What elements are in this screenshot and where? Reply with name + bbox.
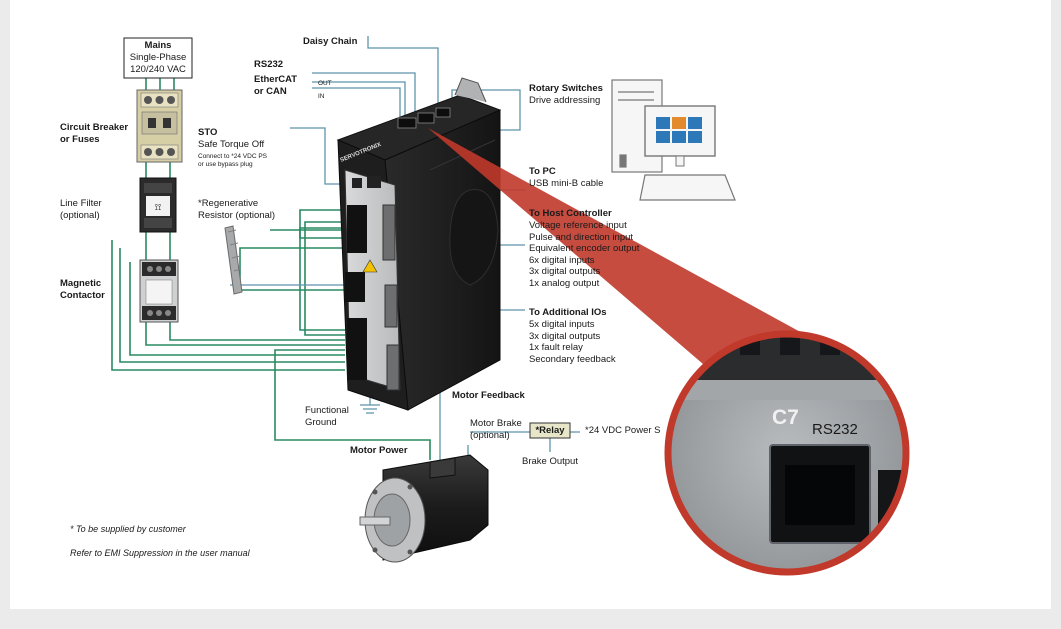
zoom-circle: C7 RS232 <box>664 330 910 576</box>
servo-drive: SERVOTRONIX <box>336 77 502 411</box>
to-pc-title: To PC <box>529 166 556 177</box>
in-label: IN <box>318 93 325 100</box>
footnote-customer: * To be supplied by customer <box>70 524 186 534</box>
ios-title: To Additional IOs <box>529 307 607 318</box>
relay-box <box>529 422 571 439</box>
rotary-desc: Drive addressing <box>529 95 601 106</box>
host-title: To Host Controller <box>529 208 612 219</box>
sto-note: Connect to *24 VDC PS or use bypass plug <box>198 153 268 168</box>
daisy-chain-label: Daisy Chain <box>303 36 358 47</box>
monitor-icon <box>644 105 716 167</box>
motor-feedback-label: Motor Feedback <box>452 390 525 401</box>
contactor-label: Magnetic Contactor <box>60 278 105 301</box>
motor-brake-label: Motor Brake (optional) <box>470 418 522 441</box>
ios-items: 5x digital inputs 3x digital outputs 1x … <box>529 319 616 365</box>
brake-output-label: Brake Output <box>522 456 578 467</box>
computer-icon <box>611 79 736 201</box>
regen-label: *Regenerative Resistor (optional) <box>198 198 276 221</box>
line-filter: ⟟⟟ <box>139 177 177 233</box>
power-wires <box>111 78 431 460</box>
mains-voltage: 120/240 VAC <box>130 64 186 75</box>
keyboard-icon <box>639 174 736 201</box>
zoom-c7-label: C7 <box>772 406 799 429</box>
mains-title: Mains <box>144 40 172 51</box>
breaker-label: Circuit Breaker or Fuses <box>60 122 129 145</box>
sto-title: STO <box>198 127 218 138</box>
to-pc-desc: USB mini-B cable <box>529 178 604 189</box>
ethercat-label: EtherCAT or CAN <box>254 74 298 97</box>
out-label: OUT <box>318 80 332 87</box>
rotary-title: Rotary Switches <box>529 83 603 94</box>
mains-phase: Single-Phase <box>129 52 187 63</box>
contactor <box>139 259 179 323</box>
circuit-breaker <box>136 89 183 163</box>
motor <box>359 454 489 563</box>
host-items: Voltage reference input Pulse and direct… <box>529 220 640 289</box>
motor-power-label: Motor Power <box>350 445 408 456</box>
rs232-label: RS232 <box>254 59 284 70</box>
ground-icon <box>360 395 380 414</box>
footnote-emi: Refer to EMI Suppression in the user man… <box>70 548 250 558</box>
regen-resistor <box>224 225 243 295</box>
line-filter-label: Line Filter (optional) <box>60 198 102 221</box>
mains-box <box>123 37 193 79</box>
svg-text:⟟⟟: ⟟⟟ <box>155 202 162 212</box>
callout-beam <box>428 128 815 370</box>
power-supply-label: *24 VDC Power S <box>585 425 661 436</box>
functional-ground-label: Functional Ground <box>305 405 349 428</box>
sto-desc: Safe Torque Off <box>198 139 265 150</box>
relay-label: *Relay <box>535 425 565 436</box>
zoom-rs232-label: RS232 <box>812 421 858 438</box>
